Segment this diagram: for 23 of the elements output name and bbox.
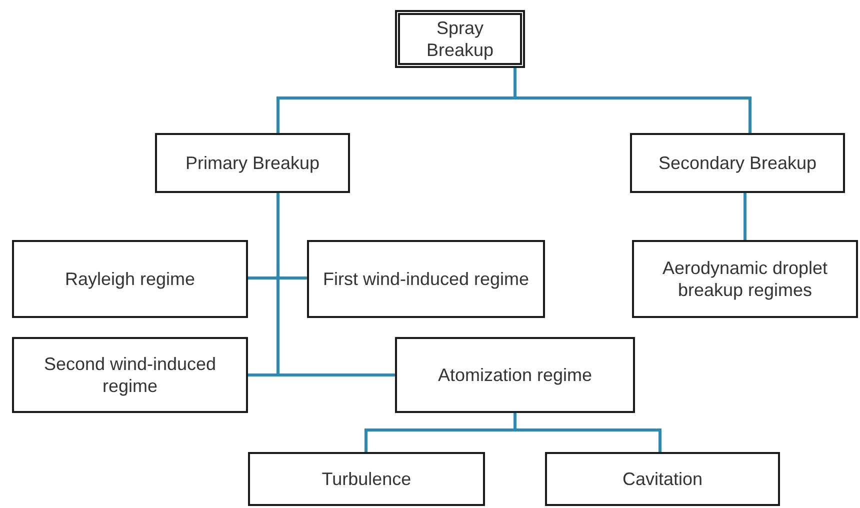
box-label: Secondary Breakup: [657, 152, 818, 174]
process-box: [248, 452, 485, 506]
box-label: Atomization regime: [436, 364, 594, 386]
process-box: [545, 452, 780, 506]
connector-line: [514, 68, 752, 133]
process-box: [395, 337, 635, 413]
box-label: Turbulence: [320, 468, 412, 490]
box-label: Cavitation: [621, 468, 704, 490]
process-box: [630, 133, 845, 193]
box-label: Spray Breakup: [425, 17, 495, 61]
connector-line: [744, 193, 746, 240]
box-label: Primary Breakup: [184, 152, 321, 174]
process-box: [632, 240, 858, 318]
process-box: [395, 10, 525, 68]
connector-line: [276, 193, 395, 376]
box-label: First wind-induced regime: [322, 268, 530, 290]
process-box: [12, 337, 248, 413]
process-box: [307, 240, 545, 318]
box-label: Aerodynamic droplet breakup regimes: [661, 257, 829, 301]
process-box: [12, 240, 248, 318]
box-label: Second wind-induced regime: [42, 353, 218, 397]
box-label: Rayleigh regime: [64, 268, 196, 290]
process-box: [155, 133, 350, 193]
